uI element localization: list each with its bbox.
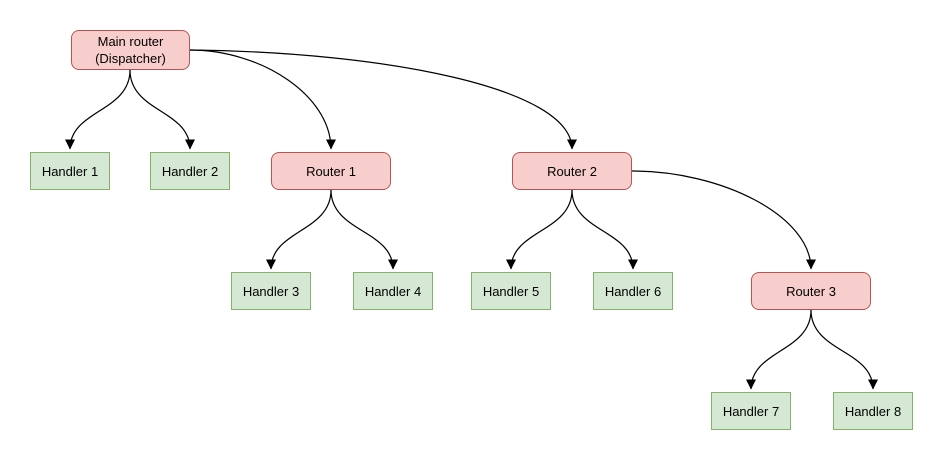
edge-router-2-to-router-3 xyxy=(631,170,816,270)
edge-router-2-to-handler-5 xyxy=(506,189,573,270)
edge-main-router-to-handler-1 xyxy=(65,69,131,150)
node-handler-4-label: Handler 4 xyxy=(364,283,422,299)
node-handler-4: Handler 4 xyxy=(353,272,433,310)
edge-main-router-to-router-1 xyxy=(189,49,336,150)
edge-main-router-to-router-2 xyxy=(189,49,577,150)
node-handler-3-label: Handler 3 xyxy=(242,283,300,299)
node-router-1-label: Router 1 xyxy=(306,163,356,179)
edge-router-1-to-handler-3 xyxy=(266,189,332,270)
node-handler-7: Handler 7 xyxy=(711,392,791,430)
node-main-router: Main router (Dispatcher) xyxy=(71,30,190,70)
edge-router-3-to-handler-8 xyxy=(810,309,878,390)
node-handler-5-label: Handler 5 xyxy=(482,283,540,299)
node-handler-6-label: Handler 6 xyxy=(604,283,662,299)
node-handler-1: Handler 1 xyxy=(30,152,110,190)
edge-main-router-to-handler-2 xyxy=(129,69,195,150)
node-handler-2-label: Handler 2 xyxy=(161,163,219,179)
node-router-1: Router 1 xyxy=(271,152,391,190)
node-handler-1-label: Handler 1 xyxy=(41,163,99,179)
node-handler-8: Handler 8 xyxy=(833,392,913,430)
edge-router-3-to-handler-7 xyxy=(746,309,812,390)
node-router-2-label: Router 2 xyxy=(547,163,597,179)
node-main-router-label: Main router (Dispatcher) xyxy=(95,34,166,66)
node-handler-8-label: Handler 8 xyxy=(844,403,902,419)
node-handler-2: Handler 2 xyxy=(150,152,230,190)
node-router-3: Router 3 xyxy=(751,272,871,310)
node-handler-7-label: Handler 7 xyxy=(722,403,780,419)
node-handler-5: Handler 5 xyxy=(471,272,551,310)
node-handler-6: Handler 6 xyxy=(593,272,673,310)
edge-router-1-to-handler-4 xyxy=(330,189,398,270)
node-router-2: Router 2 xyxy=(512,152,632,190)
node-router-3-label: Router 3 xyxy=(786,283,836,299)
edge-router-2-to-handler-6 xyxy=(571,189,638,270)
node-handler-3: Handler 3 xyxy=(231,272,311,310)
